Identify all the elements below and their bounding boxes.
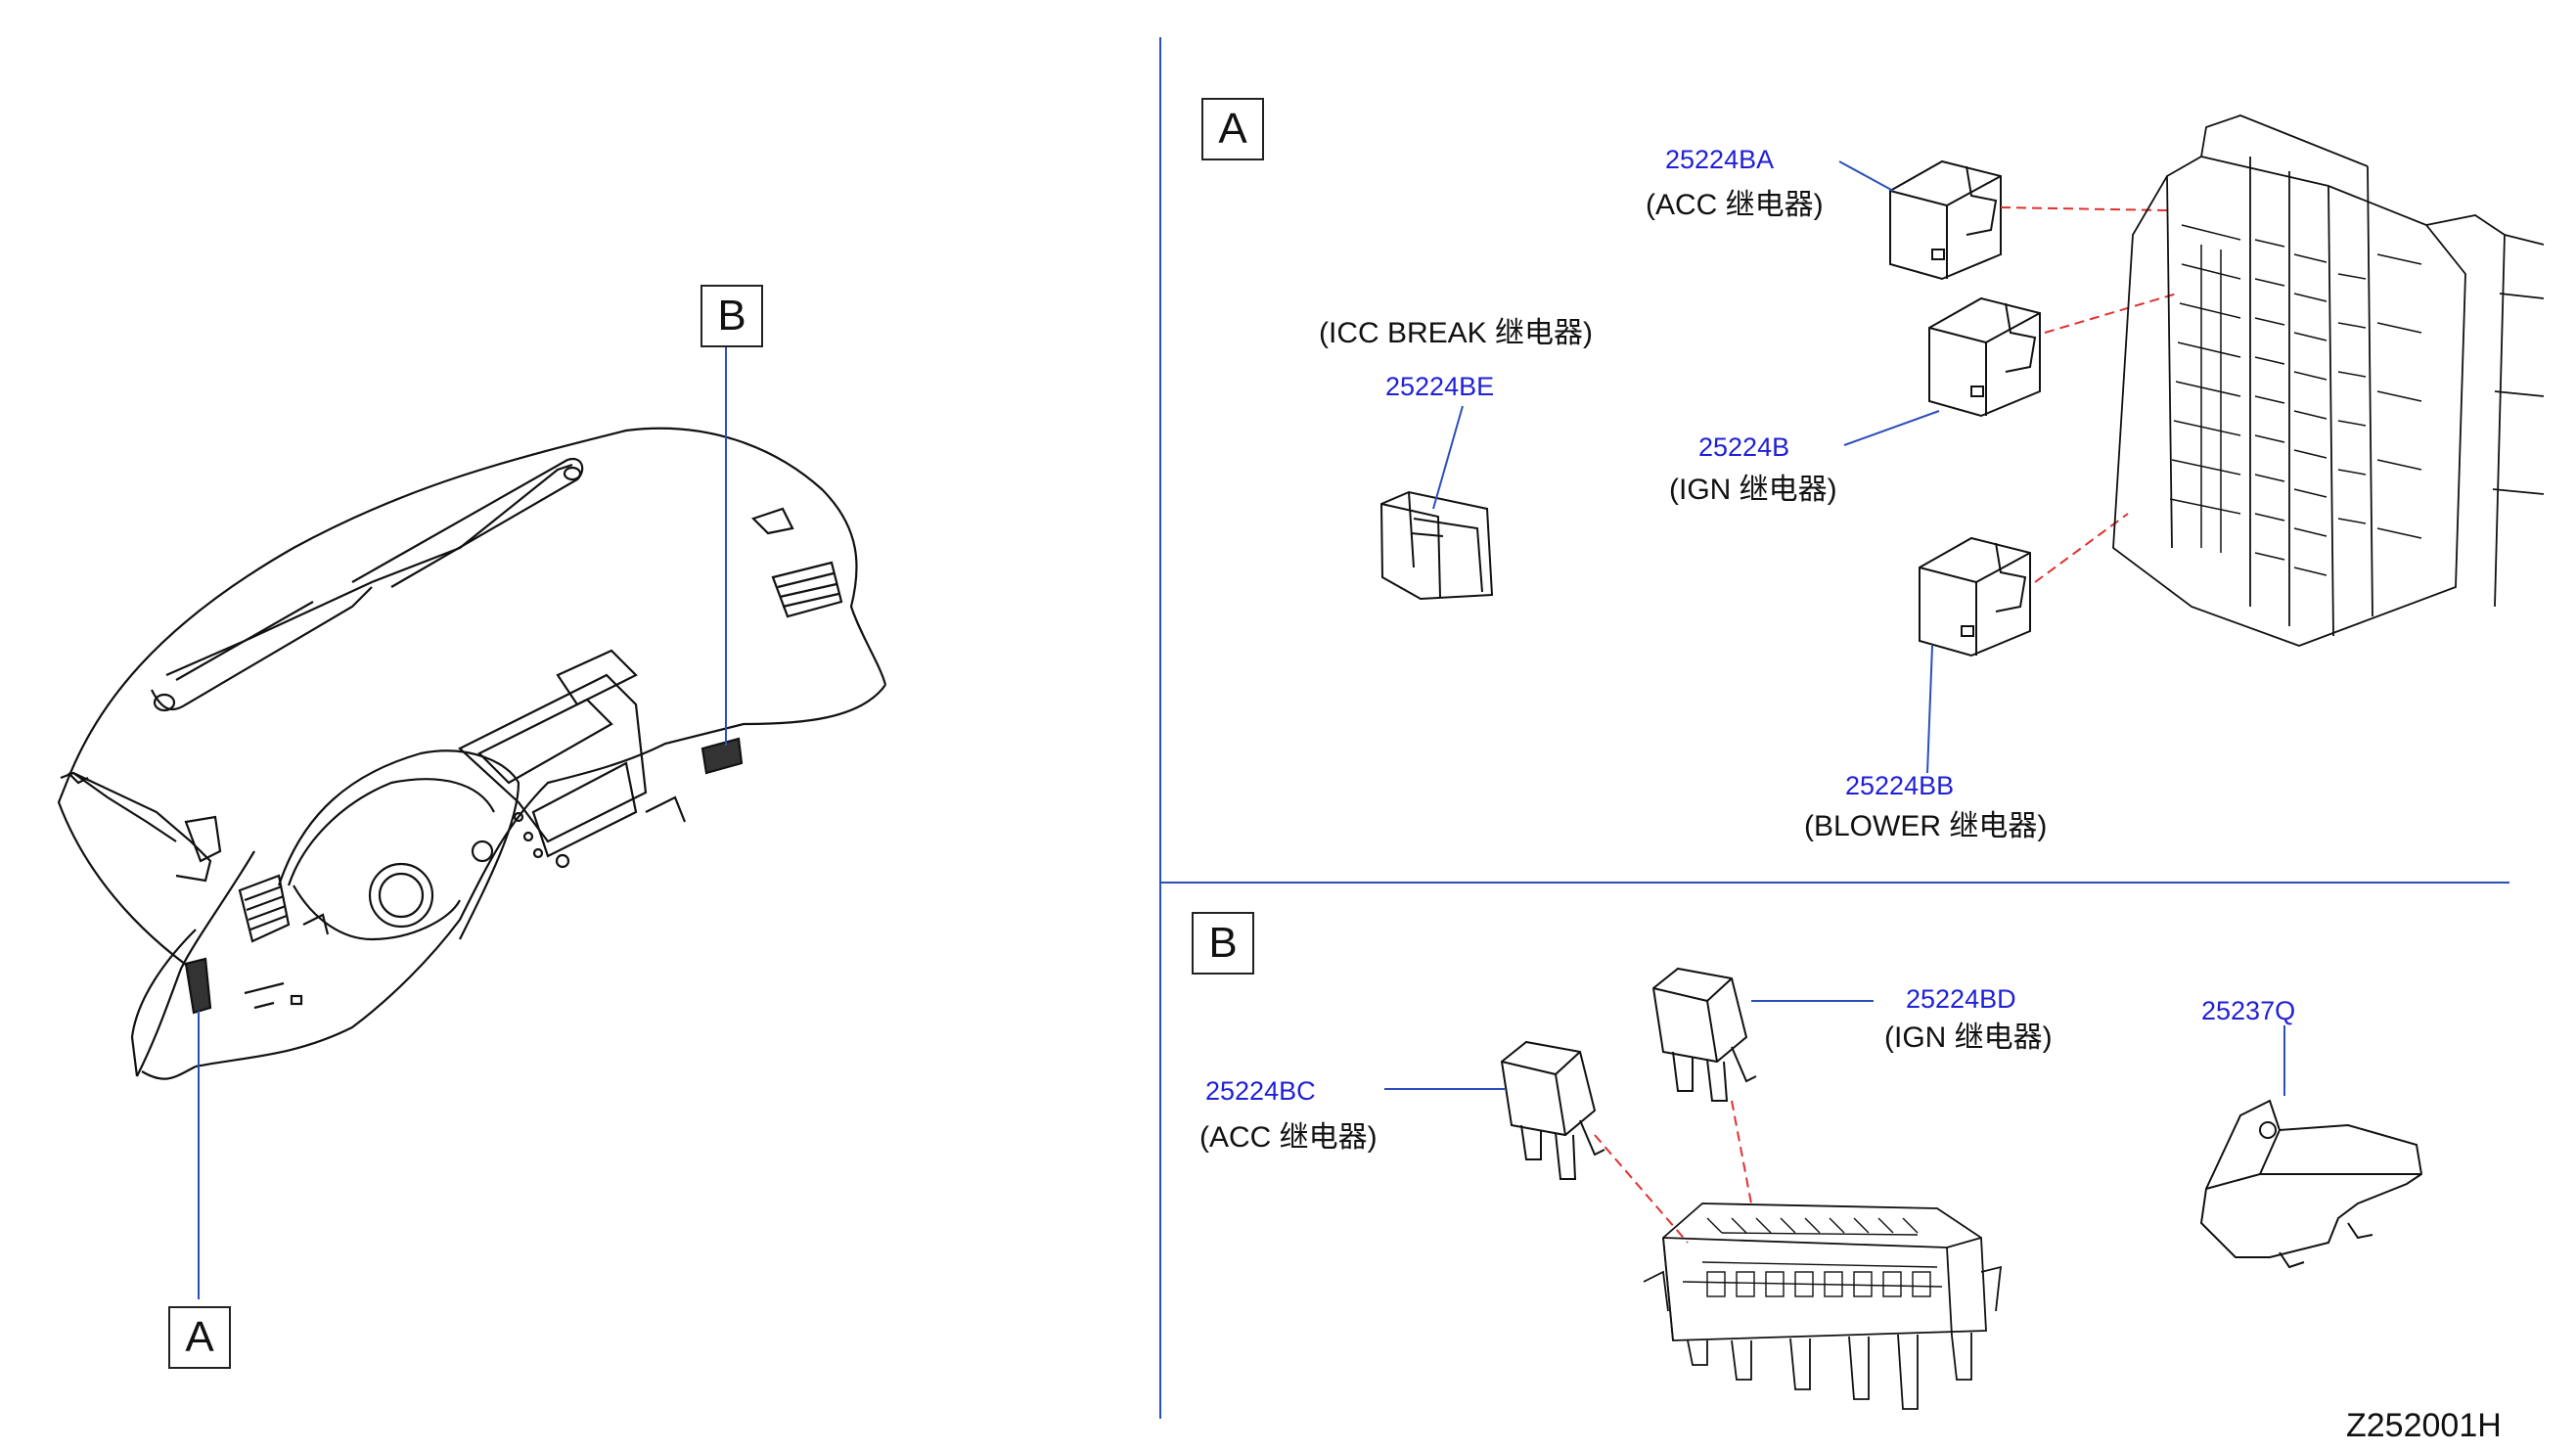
part-number-25224BC[interactable]: 25224BC (1205, 1076, 1316, 1106)
ign-relay-a-drawing (1928, 296, 2041, 418)
ign-relay-b-drawing (1651, 967, 1757, 1102)
leader-25224B (1843, 410, 1940, 446)
part-number-25224B[interactable]: 25224B (1698, 432, 1790, 462)
acc-relay-b-drawing (1500, 1040, 1605, 1180)
ign-relay-desc-b: (IGN 继电器) (1884, 1021, 2053, 1054)
acc-relay-desc-a: (ACC 继电器) (1646, 189, 1824, 221)
diagram-code: Z252001H (2346, 1407, 2502, 1444)
blower-relay-desc: (BLOWER 继电器) (1804, 810, 2048, 842)
acc-relay-a-drawing (1889, 159, 2002, 281)
leader-25224BE (1432, 405, 1464, 510)
bracket-drawing (2199, 1099, 2423, 1269)
blower-relay-drawing (1919, 536, 2031, 658)
part-number-25224BD[interactable]: 25224BD (1906, 984, 2016, 1014)
acc-relay-desc-b: (ACC 继电器) (1199, 1121, 1378, 1154)
dashboard-drawing (57, 427, 887, 1080)
fuse-box-b-drawing (1643, 1202, 2003, 1410)
part-number-25224BE[interactable]: 25224BE (1385, 372, 1495, 401)
callout-box-B-left[interactable]: B (700, 285, 763, 347)
panel-B-label: B (1192, 912, 1254, 975)
callout-box-A-left[interactable]: A (168, 1306, 231, 1369)
leader-25224BA (1838, 160, 1894, 192)
leader-25224BB (1926, 645, 1933, 774)
part-number-25224BA[interactable]: 25224BA (1665, 145, 1775, 174)
ign-relay-desc-a: (IGN 继电器) (1669, 474, 1837, 506)
panel-A-label: A (1201, 98, 1264, 160)
icc-break-relay-drawing (1379, 490, 1494, 601)
part-number-25224BB[interactable]: 25224BB (1845, 771, 1955, 800)
icc-break-desc: (ICC BREAK 继电器) (1319, 317, 1594, 349)
part-number-25237Q[interactable]: 25237Q (2201, 996, 2296, 1025)
fuse-box-a-drawing (2112, 114, 2545, 647)
